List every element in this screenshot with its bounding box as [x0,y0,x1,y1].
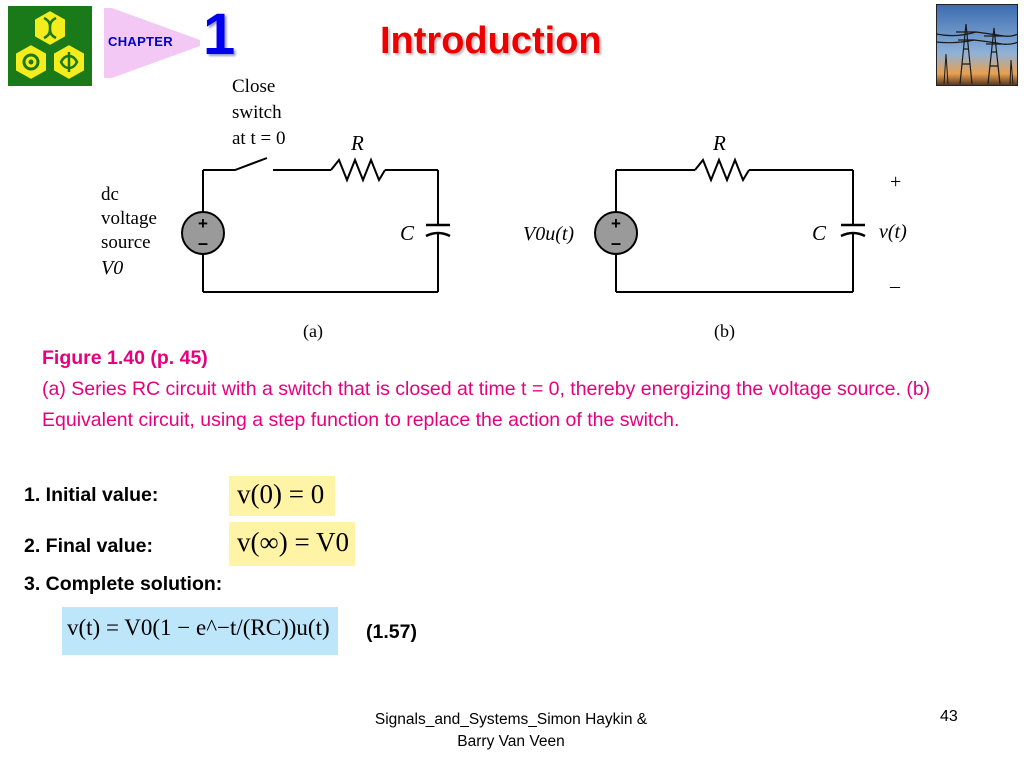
resistor-icon [330,157,386,183]
resistor-icon [694,157,750,183]
switch-label-line1: Close [232,76,275,97]
source-label-line4: V0 [101,257,123,279]
caption-body: (a) Series RC circuit with a switch that… [42,378,931,431]
output-minus: – [889,275,901,297]
svg-text:–: – [198,233,208,253]
source-label-line1: dc [101,184,119,205]
figure-caption: Figure 1.40 (p. 45) (a) Series RC circui… [42,343,982,436]
page-number: 43 [940,708,958,725]
slide-title: Introduction [380,20,602,62]
switch-label-line3: at t = 0 [232,128,285,149]
panel-label-a: (a) [303,321,323,342]
switch-icon [203,157,268,171]
source-label-line3: source [101,232,151,253]
equation-number: (1.57) [366,621,417,643]
circuit-a: + – Close switch at t = 0 dc voltage sou… [101,76,451,342]
resistor-label-a: R [350,131,364,155]
svg-text:+: + [198,214,208,233]
complete-solution-text: v(t) = V0(1 − e^−t/(RC))u(t) [67,615,330,640]
voltage-source-icon: + – [181,211,225,255]
switch-label-line2: switch [232,102,282,123]
source-label-line2: voltage [101,208,157,229]
final-value-label: 2. Final value: [24,535,153,557]
circuit-b: + – V0u(t) R C v(t) + – (b) [523,131,907,342]
panel-label-b: (b) [714,321,735,342]
source-label-b: V0u(t) [523,223,574,245]
initial-value-equation: v(0) = 0 [229,476,335,516]
chapter-label: CHAPTER [108,34,173,49]
svg-text:+: + [611,214,621,233]
initial-value-label: 1. Initial value: [24,484,159,506]
svg-text:–: – [611,233,621,253]
capacitor-label-b: C [812,221,827,245]
output-plus: + [890,171,901,193]
chapter-number: 1 [203,2,236,67]
footer-source: Signals_and_Systems_Simon Haykin & Barry… [374,711,648,750]
power-tower-image [936,4,1018,86]
complete-solution-label: 3. Complete solution: [24,573,223,595]
output-label: v(t) [879,221,907,243]
chapter-tag-shape [104,8,200,78]
complete-solution-equation: v(t) = V0(1 − e^−t/(RC))u(t) [62,607,338,655]
university-logo [8,6,92,86]
capacitor-label-a: C [400,221,415,245]
final-value-equation: v(∞) = V0 [229,522,355,566]
initial-value-text: v(0) = 0 [237,479,325,509]
voltage-source-icon: + – [594,211,638,255]
final-value-text: v(∞) = V0 [237,527,349,557]
rc-circuit-figure: + – Close switch at t = 0 dc voltage sou… [101,76,907,342]
resistor-label-b: R [712,131,726,155]
caption-heading: Figure 1.40 (p. 45) [42,347,208,369]
